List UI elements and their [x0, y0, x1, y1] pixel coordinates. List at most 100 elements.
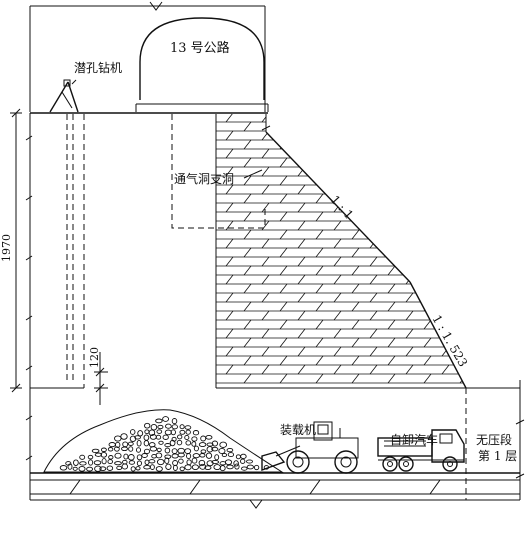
muck-rock [206, 446, 214, 453]
hatch-tick [369, 364, 378, 375]
hatch-tick [459, 139, 466, 150]
muck-rock [192, 430, 200, 436]
hatch-tick [369, 148, 378, 159]
hatch-tick [333, 364, 342, 375]
muck-rock [144, 422, 151, 429]
hatch-tick [297, 238, 306, 249]
muck-rock [149, 446, 158, 452]
hatch-tick [333, 148, 342, 159]
hatch-tick [459, 301, 466, 312]
muck-rock [218, 447, 226, 455]
muck-rock [171, 453, 179, 459]
muck-rock [78, 465, 86, 472]
hatch-tick [243, 373, 252, 384]
hatch-tick [261, 346, 270, 357]
hatch-tick [459, 247, 466, 258]
hatch-tick [405, 346, 414, 357]
muck-rock [241, 466, 248, 471]
hatch-tick [423, 229, 432, 240]
muck-rock [136, 439, 142, 447]
slope-upper-label: 1 : 1 [328, 193, 356, 222]
muck-rock [99, 466, 107, 472]
hatch-tick [243, 211, 252, 222]
muck-rock [73, 459, 79, 466]
hatch-tick [297, 292, 306, 303]
hatch-tick [243, 283, 252, 294]
muck-rock [91, 448, 100, 454]
top-frame [29, 1, 266, 112]
tunnel-label: 13 号公路 [170, 40, 230, 56]
muck-rock [128, 446, 134, 452]
muck-rock [134, 435, 141, 440]
hatch-tick [297, 256, 306, 267]
hatch-tick [387, 211, 396, 222]
muck-rock [226, 464, 234, 470]
muck-rock [143, 464, 151, 470]
slope-top-tick [261, 114, 271, 132]
hatch-tick [387, 301, 396, 312]
hatch-tick [441, 292, 450, 303]
muck-rock [193, 445, 199, 452]
hatch-tick [459, 319, 466, 330]
hatch-tick [279, 265, 288, 276]
hatch-tick [297, 114, 306, 123]
muck-rock [122, 441, 129, 448]
hatch-tick [333, 238, 342, 249]
muck-rock [233, 460, 239, 467]
hatch-tick [423, 157, 432, 168]
hatch-tick [387, 319, 396, 330]
muck-rock [148, 459, 156, 464]
muck-rock [130, 466, 136, 472]
hatch-tick [351, 283, 360, 294]
hatch-tick [459, 229, 466, 240]
hatch-tick [315, 247, 324, 258]
hatch-tick [351, 157, 360, 168]
height-dimension-label: 1970 [0, 234, 13, 262]
hatch-tick [333, 220, 342, 231]
hatch-tick [297, 130, 306, 141]
hatch-tick [225, 220, 234, 231]
muck-rock [199, 463, 207, 470]
hatch-tick [441, 202, 450, 213]
hatch-tick [369, 346, 378, 357]
hatch-tick [405, 292, 414, 303]
hatch-tick [423, 139, 432, 150]
hatch-tick [405, 328, 414, 339]
muck-rock [115, 441, 121, 448]
hatch-tick [261, 220, 270, 231]
muck-rock [191, 441, 197, 447]
muck-rock [169, 439, 176, 447]
muck-rock [114, 461, 122, 466]
muck-rock [114, 435, 122, 442]
hatch-tick [423, 355, 432, 366]
muck-rock [100, 451, 108, 458]
vent-tunnel-leader [243, 169, 263, 179]
highway-tunnel: 13 号公路 [135, 17, 269, 112]
hatch-tick [333, 114, 342, 123]
hatch-tick [423, 193, 432, 204]
muck-rock [192, 453, 200, 459]
hatch-tick [225, 292, 234, 303]
hatch-tick [297, 328, 306, 339]
muck-rock [204, 465, 212, 471]
hatch-tick [225, 114, 234, 123]
muck-rock [213, 464, 221, 471]
hatch-tick [315, 121, 324, 132]
muck-rock [107, 447, 114, 452]
hatch-tick [369, 292, 378, 303]
hatch-tick [351, 301, 360, 312]
muck-rock [191, 436, 198, 442]
muck-rock [176, 439, 183, 446]
hatch-tick [387, 265, 396, 276]
hatch-tick [369, 274, 378, 285]
hatch-tick [387, 247, 396, 258]
muck-rock [177, 452, 185, 458]
hatch-tick [405, 202, 414, 213]
hatch-tick [441, 184, 450, 195]
muck-rock [171, 424, 178, 430]
hatch-tick [333, 274, 342, 285]
hatch-tick [315, 229, 324, 240]
muck-rock [155, 418, 163, 424]
hatch-tick [243, 319, 252, 330]
muck-rock [137, 430, 144, 437]
